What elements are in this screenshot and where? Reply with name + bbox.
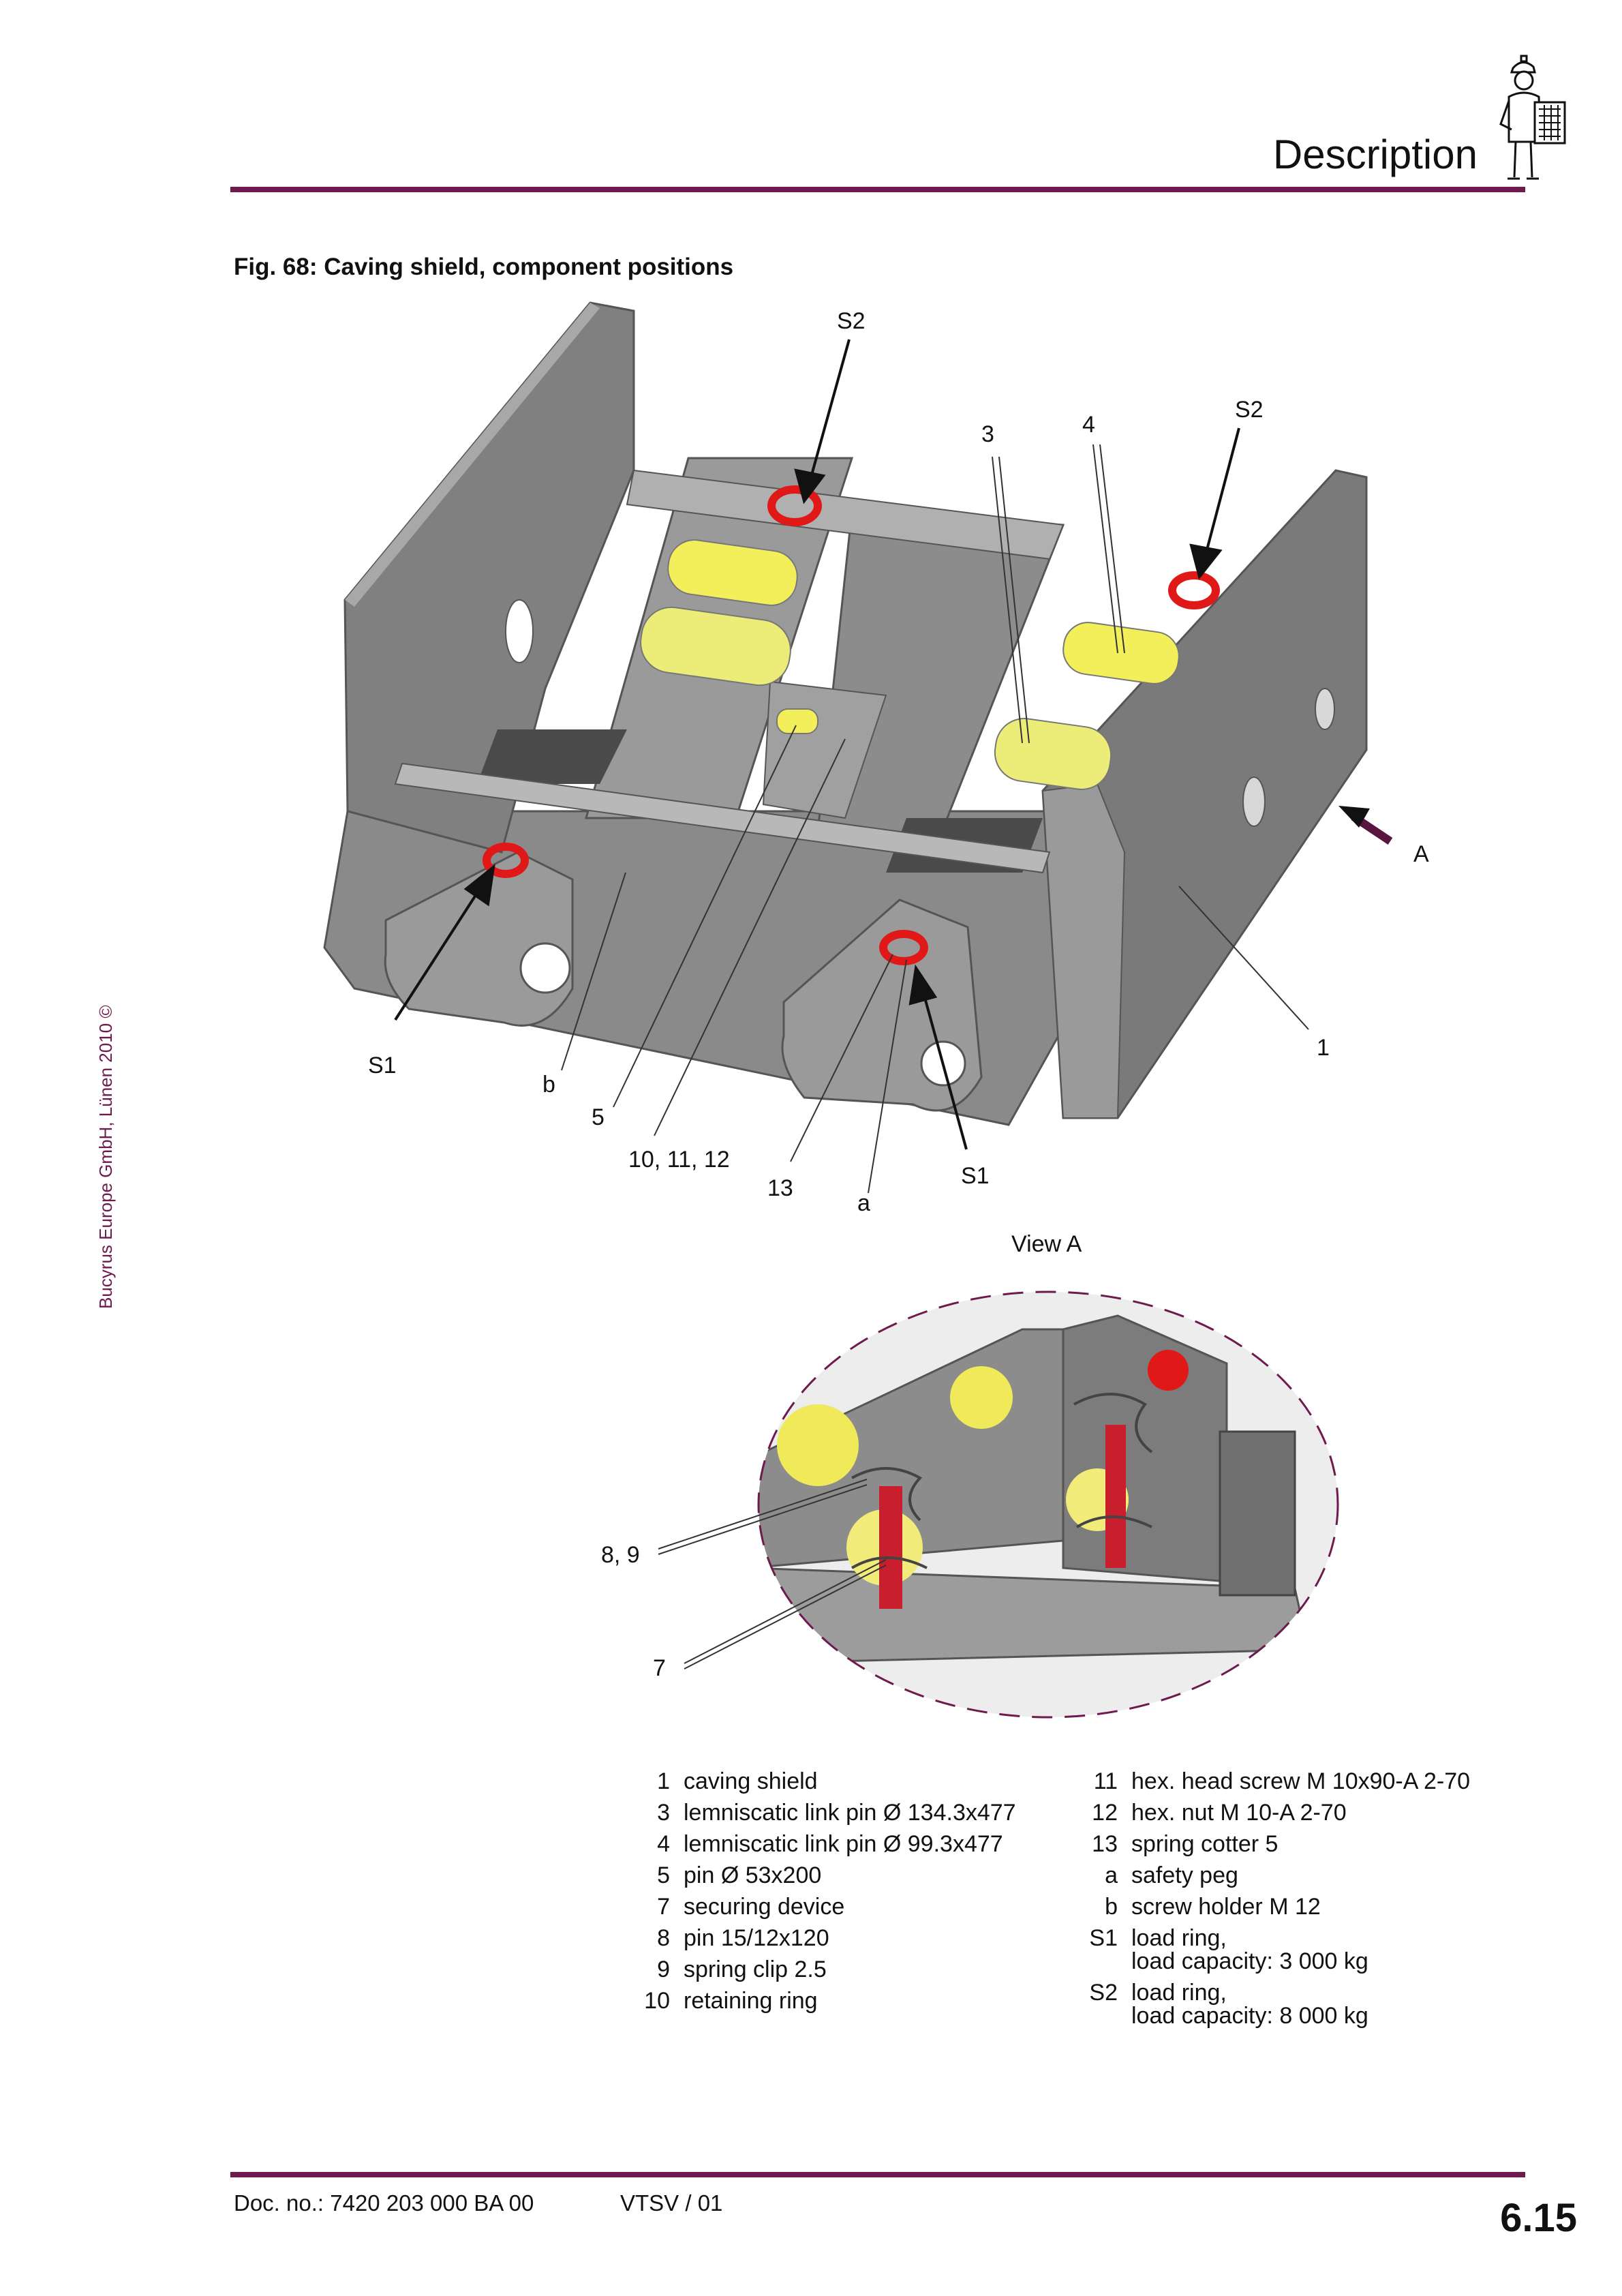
callout-5: 5: [592, 1104, 605, 1130]
callout-s1-left: S1: [368, 1053, 397, 1078]
footer-revision: VTSV / 01: [620, 2190, 723, 2216]
load-ring-arrows: [394, 339, 1240, 1150]
footer-rule: [230, 2172, 1525, 2177]
pins: [640, 539, 1180, 790]
caving-shield-body: [323, 301, 1368, 1126]
figure-caption: Fig. 68: Caving shield, component positi…: [234, 254, 734, 280]
callout-3: 3: [981, 421, 994, 447]
callout-7: 7: [653, 1655, 666, 1681]
callout-1: 1: [1317, 1035, 1330, 1061]
callout-13: 13: [767, 1175, 793, 1201]
load-rings: [483, 485, 1220, 965]
callout-b: b: [542, 1072, 555, 1098]
callout-a: A: [1413, 841, 1429, 867]
callout-s1-right: S1: [961, 1163, 990, 1189]
footer-doc-number: Doc. no.: 7420 203 000 BA 00: [234, 2190, 534, 2216]
technician-clipboard-icon: [1499, 55, 1566, 180]
caving-shield-drawing: [323, 301, 1393, 1719]
callout-10-11-12: 10, 11, 12: [628, 1147, 730, 1173]
page-number: 6.15: [1500, 2196, 1577, 2240]
view-a-arrow: [1338, 806, 1393, 845]
view-a-label: View A: [1011, 1231, 1082, 1257]
callout-s2-right: S2: [1235, 397, 1264, 423]
callout-a-peg: a: [857, 1190, 870, 1216]
callout-8-9: 8, 9: [601, 1542, 640, 1568]
header-rule: [230, 187, 1525, 192]
view-a-detail: [658, 1290, 1339, 1719]
callout-4: 4: [1082, 412, 1095, 438]
leader-lines: [561, 444, 1309, 1194]
callout-s2-top: S2: [837, 308, 866, 334]
header-title: Description: [1272, 132, 1478, 177]
